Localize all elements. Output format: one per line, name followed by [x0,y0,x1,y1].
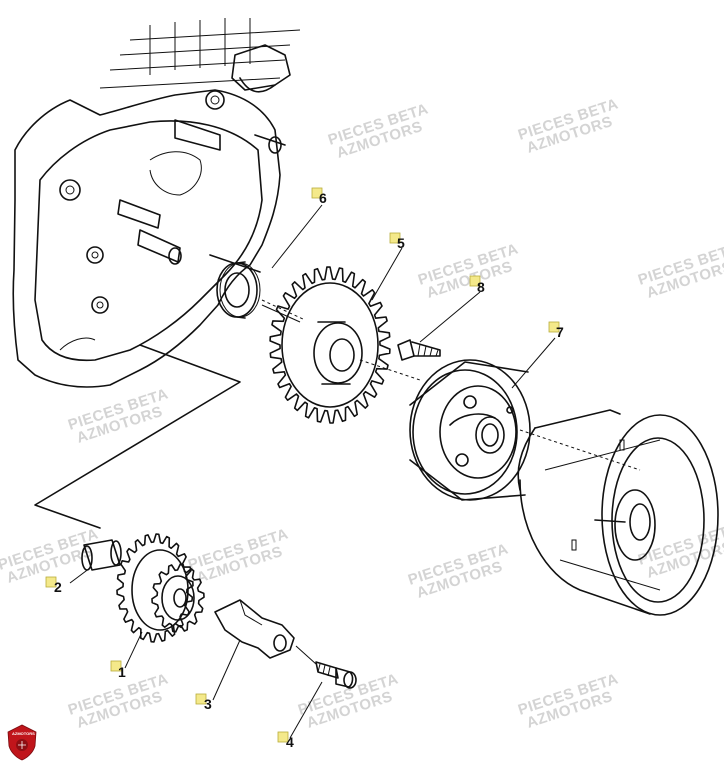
axis-centerline [261,299,641,471]
screw-4 [295,645,357,689]
leader-line-gear-group [34,344,241,529]
callout-6-label: 6 [319,190,327,206]
callout-1: 1 [110,660,126,680]
callout-4: 4 [277,731,294,750]
flywheel [517,409,719,616]
axis-line [261,304,301,323]
callout-7: 7 [548,321,564,340]
oil-seal [216,261,261,319]
starter-idle-gear [269,266,391,424]
reduction-gear-1 [116,533,205,643]
callout-2-label: 2 [54,579,62,595]
callout-7-label: 7 [556,324,564,340]
callout-8-label: 8 [477,279,485,295]
logo-text: AZMOTORS [12,731,35,736]
callout-2: 2 [45,576,62,595]
callout-3: 3 [195,693,212,712]
bolt-8 [397,339,441,361]
callout-8: 8 [469,275,485,295]
engine-case [12,18,301,388]
callout-1-label: 1 [118,664,126,680]
retainer-plate-3 [214,599,295,659]
callout-leaders [69,204,556,739]
callout-5-label: 5 [397,235,405,251]
callout-5: 5 [389,232,405,251]
callout-4-label: 4 [286,734,294,750]
starter-clutch-rotor [409,359,531,501]
azmotors-logo: AZMOTORS [7,724,37,761]
watermark-group: PIECES BETA AZMOTORS PIECES BETA AZMOTOR… [0,95,724,731]
pin-2 [81,539,122,571]
callout-6: 6 [311,187,327,206]
callout-3-label: 3 [204,696,212,712]
